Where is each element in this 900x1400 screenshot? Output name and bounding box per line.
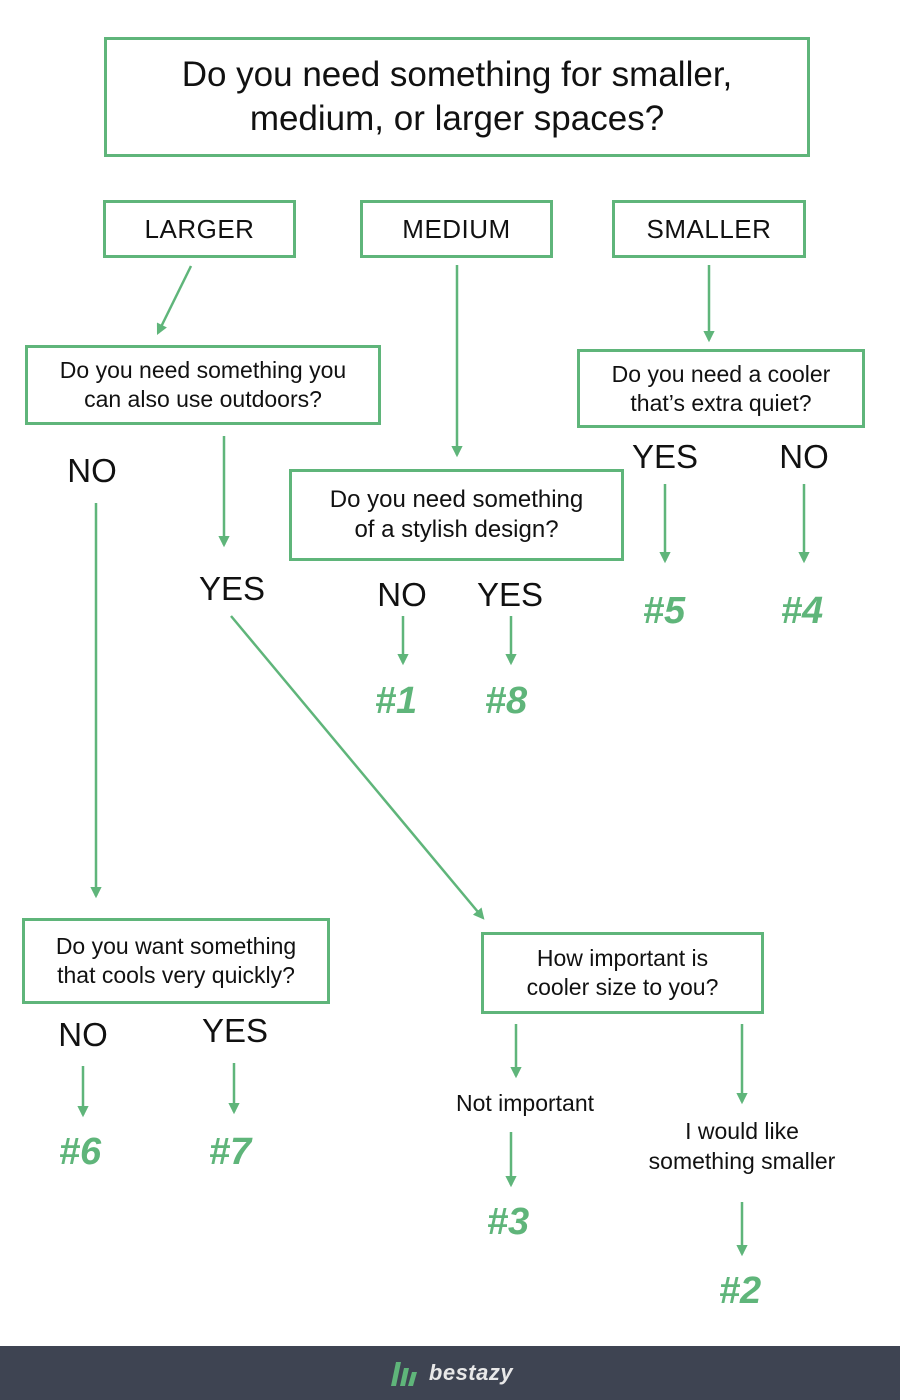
result-1: #1: [374, 680, 418, 722]
question-quiet-line-1: Do you need a cooler: [611, 360, 831, 387]
result-8: #8: [484, 680, 528, 722]
result-6: #6: [58, 1131, 102, 1173]
answer-outdoors-yes: YES: [198, 570, 266, 607]
question-cools-quickly: Do you want something that cools very qu…: [22, 918, 330, 1004]
answer-quiet-yes: YES: [631, 438, 699, 475]
result-7: #7: [208, 1131, 252, 1173]
footer-bar: bestazy: [0, 1346, 900, 1400]
result-2: #2: [718, 1270, 762, 1312]
question-stylish-line-1: Do you need something: [329, 486, 584, 513]
title-line-2: medium, or larger spaces?: [249, 99, 665, 138]
title-box: Do you need something for smaller, mediu…: [104, 37, 810, 157]
question-size-line-1: How important is: [536, 945, 709, 972]
answer-quickly-yes: YES: [201, 1012, 269, 1049]
answer-outdoors-no: NO: [67, 452, 117, 489]
choice-medium-label: MEDIUM: [402, 213, 511, 244]
answer-size-smaller-line-1: I would like: [685, 1118, 799, 1144]
answer-size-not-important: Not important: [455, 1090, 595, 1116]
bestazy-logo-icon: [390, 1362, 417, 1386]
question-outdoors-line-1: Do you need something you: [59, 357, 347, 384]
answer-quiet-no: NO: [779, 438, 829, 475]
question-cools-quickly-line-1: Do you want something: [55, 933, 297, 960]
choice-larger: LARGER: [103, 200, 296, 258]
question-outdoors: Do you need something you can also use o…: [25, 345, 381, 425]
choice-smaller: SMALLER: [612, 200, 806, 258]
answer-size-smaller-line-2: something smaller: [648, 1147, 836, 1174]
choice-smaller-label: SMALLER: [646, 213, 772, 244]
question-quiet-line-2: that’s extra quiet?: [630, 389, 812, 416]
choice-medium: MEDIUM: [360, 200, 553, 258]
choice-larger-label: LARGER: [144, 213, 255, 244]
answer-stylish-no: NO: [377, 576, 427, 613]
footer-brand: bestazy: [428, 1360, 514, 1385]
question-quiet: Do you need a cooler that’s extra quiet?: [577, 349, 865, 428]
question-size: How important is cooler size to you?: [481, 932, 764, 1014]
question-stylish-line-2: of a stylish design?: [354, 516, 559, 543]
question-outdoors-line-2: can also use outdoors?: [84, 386, 322, 412]
question-cools-quickly-line-2: that cools very quickly?: [57, 962, 295, 988]
question-stylish: Do you need something of a stylish desig…: [289, 469, 624, 561]
result-5: #5: [642, 590, 686, 632]
answer-quickly-no: NO: [58, 1016, 108, 1053]
result-3: #3: [486, 1201, 530, 1243]
result-4: #4: [780, 590, 824, 632]
answer-size-smaller: I would like something smaller: [612, 1117, 872, 1177]
title-line-1: Do you need something for smaller,: [181, 55, 733, 95]
question-size-line-2: cooler size to you?: [526, 974, 719, 1000]
arrow-yes-to-size: [230, 615, 485, 920]
answer-stylish-yes: YES: [476, 576, 544, 613]
arrow-larger-to-outdoors: [156, 265, 193, 336]
